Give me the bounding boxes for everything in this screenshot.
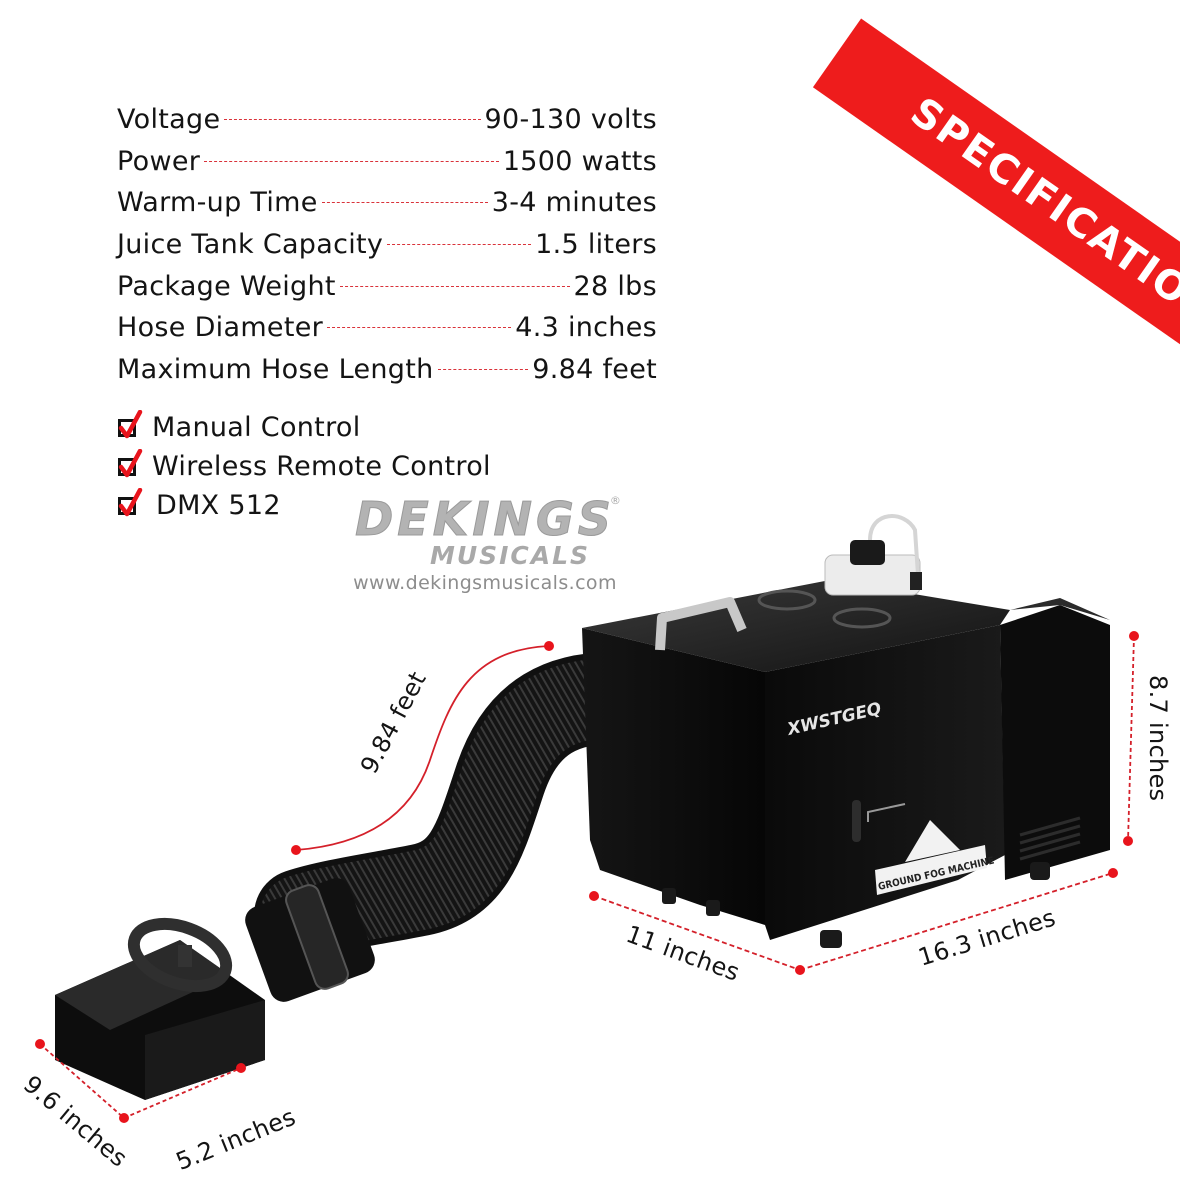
spec-row-weight: Package Weight 28 lbs (117, 271, 657, 313)
spec-row-hose-diameter: Hose Diameter 4.3 inches (117, 312, 657, 354)
dotted-leader (224, 119, 481, 120)
ribbon-text: SPECIFICATION (902, 88, 1180, 336)
brand-watermark: DEKINGS ® MUSICALS www.dekingsmusicals.c… (330, 492, 640, 594)
spec-label: Maximum Hose Length (117, 354, 434, 386)
spec-row-warmup: Warm-up Time 3-4 minutes (117, 187, 657, 229)
spec-label: Juice Tank Capacity (117, 229, 384, 261)
checkbox-checked-icon (118, 448, 143, 477)
feature-label: DMX 512 (156, 490, 281, 521)
specification-ribbon: SPECIFICATION (812, 18, 1180, 386)
brand-url: www.dekingsmusicals.com (353, 571, 617, 594)
dotted-leader (327, 327, 512, 329)
spec-value: 4.3 inches (515, 312, 657, 344)
spec-label: Warm-up Time (117, 187, 318, 219)
spec-row-hose-length: Maximum Hose Length 9.84 feet (117, 354, 657, 396)
spec-label: Hose Diameter (117, 312, 324, 344)
feature-wireless-remote: Wireless Remote Control (118, 447, 491, 486)
feature-manual-control: Manual Control (118, 408, 491, 447)
checkbox-checked-icon (118, 487, 143, 516)
brand-sub: MUSICALS (429, 541, 591, 570)
feature-label: Wireless Remote Control (152, 451, 491, 482)
spec-value: 3-4 minutes (491, 187, 657, 219)
spec-value: 28 lbs (573, 270, 657, 302)
dotted-leader (339, 285, 570, 287)
registered-mark: ® (609, 494, 621, 507)
dotted-leader (321, 202, 488, 204)
spec-list: Voltage 90-130 volts Power 1500 watts Wa… (117, 104, 657, 396)
spec-label: Power (117, 145, 201, 177)
feature-list: Manual Control Wireless Remote Control D… (118, 408, 491, 525)
feature-label: Manual Control (152, 412, 361, 443)
spec-value: 1.5 liters (535, 229, 657, 261)
dim-height: 8.7 inches (1144, 675, 1172, 802)
spec-value: 9.84 feet (532, 354, 657, 386)
dotted-leader (387, 244, 532, 246)
spec-label: Voltage (117, 104, 221, 135)
dotted-leader (204, 160, 499, 162)
spec-value: 90-130 volts (484, 104, 657, 135)
brand-name: DEKINGS (355, 492, 615, 546)
spec-row-tank: Juice Tank Capacity 1.5 liters (117, 229, 657, 271)
spec-row-voltage: Voltage 90-130 volts (117, 104, 657, 146)
checkbox-checked-icon (118, 409, 143, 438)
dotted-leader (437, 369, 529, 371)
spec-value: 1500 watts (502, 145, 657, 177)
spec-label: Package Weight (117, 270, 336, 302)
feature-dmx-512: DMX 512 (118, 486, 491, 525)
spec-row-power: Power 1500 watts (117, 146, 657, 188)
